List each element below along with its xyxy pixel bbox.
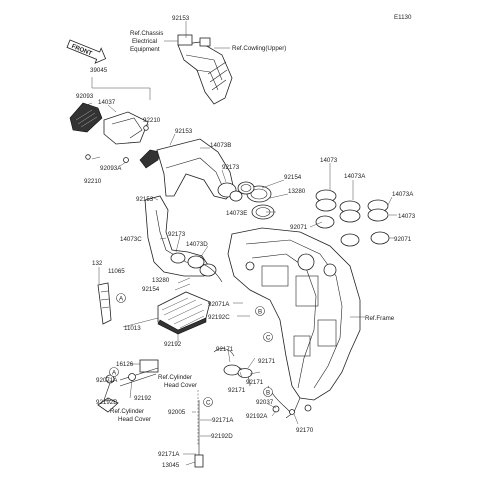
part-label: 92093A bbox=[100, 165, 122, 172]
part-label: 92171 bbox=[216, 346, 234, 353]
part-label: Ref.Cowling(Upper) bbox=[232, 45, 286, 52]
upper-bracket-drawing bbox=[177, 34, 233, 105]
part-label: 14073C bbox=[120, 236, 142, 243]
part-label: Head Cover bbox=[118, 416, 151, 423]
part-label: Ref.Frame bbox=[365, 315, 395, 322]
part-label: 13280 bbox=[288, 188, 306, 195]
part-label: Electrical bbox=[132, 38, 157, 45]
part-label: 16126 bbox=[116, 361, 134, 368]
leader-lines bbox=[83, 21, 397, 466]
part-label: 14073A bbox=[344, 173, 366, 180]
callout-b-upper: B bbox=[255, 306, 265, 316]
part-label: 92154 bbox=[142, 286, 160, 293]
part-label: Equipment bbox=[130, 46, 160, 53]
svg-text:C: C bbox=[266, 335, 271, 342]
part-label: 92153 bbox=[175, 128, 193, 135]
callout-c-upper: C bbox=[263, 332, 273, 342]
part-label: 92071A bbox=[96, 377, 118, 384]
part-label: 92171 bbox=[258, 358, 276, 365]
part-label: 14073E bbox=[226, 210, 247, 217]
part-labels: 92153 Ref.Chassis Electrical Equipment R… bbox=[76, 15, 416, 469]
svg-text:C: C bbox=[206, 400, 211, 407]
front-arrow-icon: FRONT bbox=[66, 39, 107, 64]
upper-inlet-duct-drawing bbox=[156, 138, 243, 202]
part-label: 14073B bbox=[210, 142, 231, 149]
part-label: 14073 bbox=[320, 157, 338, 164]
main-frame-drawing bbox=[227, 227, 361, 419]
part-label: 92173 bbox=[168, 231, 186, 238]
diagram-code: E1130 bbox=[394, 14, 412, 21]
part-label: 11013 bbox=[124, 325, 141, 332]
part-label: Ref.Cylinder bbox=[110, 408, 144, 415]
part-label: 92192B bbox=[96, 399, 117, 406]
part-label: 92154 bbox=[284, 174, 302, 181]
svg-text:A: A bbox=[119, 296, 124, 303]
lower-inlet-duct-drawing bbox=[144, 195, 223, 283]
part-label: 92171A bbox=[212, 417, 234, 424]
air-filter-drawing bbox=[157, 291, 211, 335]
part-label: 92192C bbox=[208, 314, 230, 321]
part-label: 14073D bbox=[186, 241, 208, 248]
part-label: 92171A bbox=[158, 451, 180, 458]
part-label: 92173 bbox=[222, 164, 240, 171]
callout-c-lower: C bbox=[203, 397, 213, 407]
part-label: Ref.Cylinder bbox=[158, 374, 192, 381]
part-label: Ref.Chassis bbox=[130, 30, 163, 37]
part-label: 92153 bbox=[172, 15, 190, 22]
callout-b-lower: B bbox=[263, 387, 273, 397]
svg-text:A: A bbox=[112, 370, 117, 377]
intake-rings-drawing bbox=[246, 185, 390, 247]
part-label: 92210 bbox=[84, 178, 102, 185]
part-label: 92170 bbox=[296, 427, 314, 434]
part-label: 92192 bbox=[164, 341, 182, 348]
part-label: 13045 bbox=[162, 462, 180, 469]
part-label: 13280 bbox=[152, 277, 170, 284]
part-label: 92037 bbox=[256, 399, 274, 406]
part-label: Head Cover bbox=[164, 382, 197, 389]
part-label: 92071 bbox=[394, 236, 412, 243]
part-label: 92192A bbox=[246, 413, 268, 420]
part-label: 14037 bbox=[98, 99, 116, 106]
part-label: 92005 bbox=[168, 409, 186, 416]
part-label: 92192 bbox=[134, 395, 152, 402]
svg-text:B: B bbox=[258, 309, 262, 316]
part-label: 92171 bbox=[228, 387, 246, 394]
part-label: 132 bbox=[92, 260, 103, 267]
side-cover-drawing bbox=[97, 282, 112, 325]
part-label: 92192D bbox=[211, 433, 233, 440]
part-label: 92210 bbox=[143, 117, 161, 124]
part-label: 92071A bbox=[208, 301, 230, 308]
callout-a-lower: A bbox=[109, 367, 119, 377]
part-label: 92071 bbox=[290, 224, 308, 231]
part-label: 39045 bbox=[90, 67, 108, 74]
air-inlet-grille-drawing bbox=[69, 102, 161, 169]
duct-clamp-drawing bbox=[187, 181, 255, 269]
svg-text:B: B bbox=[266, 390, 270, 397]
part-label: 14073A bbox=[392, 191, 414, 198]
hoses-drawing bbox=[194, 348, 295, 468]
part-label: 92093 bbox=[76, 93, 94, 100]
callout-a-upper: A bbox=[116, 293, 126, 303]
part-label: 14073 bbox=[398, 213, 416, 220]
part-label: 11065 bbox=[108, 268, 125, 275]
part-label: 92171 bbox=[246, 379, 264, 386]
part-label: 92153 bbox=[136, 196, 154, 203]
